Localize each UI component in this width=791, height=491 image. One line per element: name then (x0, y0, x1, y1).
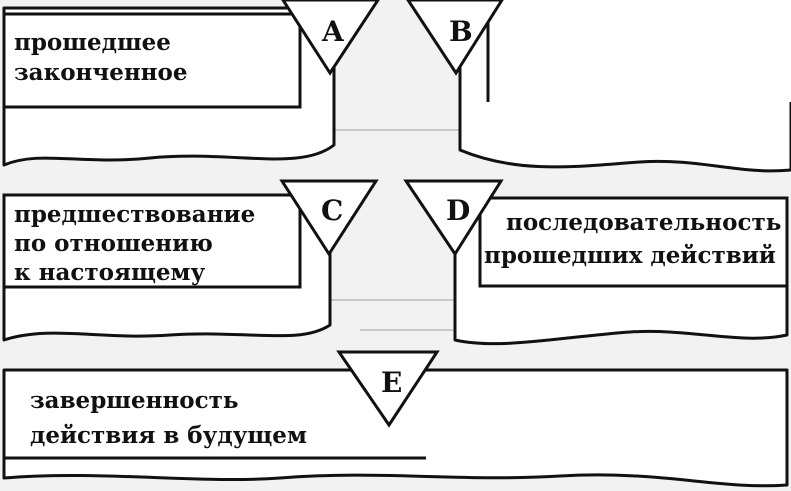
node-a-label-box (2, 12, 302, 109)
node-e-label-line-1: завершенность (30, 387, 239, 414)
node-a-funnel-icon (281, 0, 380, 76)
node-c: C предшествование по отношению к настоящ… (2, 179, 379, 342)
node-a-label-line-2: законченное (14, 59, 187, 86)
node-e: E завершенность действия в будущем (2, 350, 789, 488)
node-d: D последовательность прошедших действий (403, 179, 789, 346)
node-a-label-line-1: прошедшее (14, 29, 171, 56)
node-d-letter: D (446, 194, 470, 227)
node-d-funnel-icon (403, 179, 504, 257)
node-b: B (406, 0, 791, 173)
node-e-label-line-2: действия в будущем (30, 422, 307, 449)
node-b-white-panel (488, 0, 791, 102)
node-c-label-line-2: по отношению (14, 230, 213, 257)
node-d-label-line-1: последовательность (506, 209, 781, 236)
node-e-label-box (6, 372, 426, 458)
node-c-funnel-icon (279, 179, 379, 257)
node-a-letter: A (321, 15, 345, 48)
node-d-label-box (478, 196, 789, 288)
node-e-letter: E (381, 366, 402, 399)
node-b-letter: B (449, 15, 473, 48)
node-c-label-line-3: к настоящему (14, 259, 205, 286)
node-c-label-box (2, 193, 302, 289)
node-e-funnel-icon (336, 350, 440, 428)
node-c-letter: C (321, 194, 343, 227)
node-d-label-line-2: прошедших действий (484, 242, 776, 269)
node-c-label-line-1: предшествование (14, 201, 255, 228)
node-b-funnel-icon (406, 0, 504, 76)
node-a: A прошедшее законченное (2, 0, 380, 167)
